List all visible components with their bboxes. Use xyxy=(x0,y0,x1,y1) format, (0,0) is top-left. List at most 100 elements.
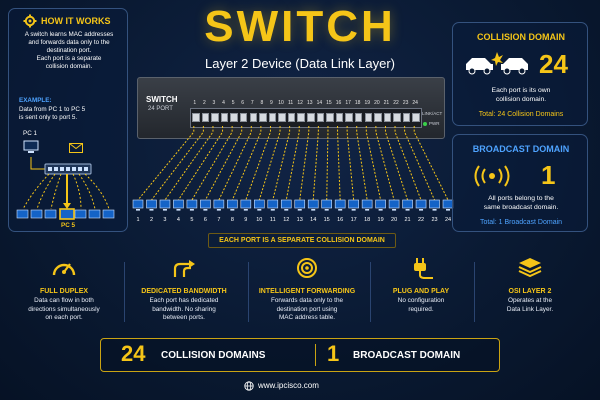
pc-stand xyxy=(297,209,302,211)
arrows-icon xyxy=(173,260,195,277)
pc-stand xyxy=(324,209,329,211)
pc-stand xyxy=(405,209,410,211)
broadcast-desc: All ports belong to the same broadcast d… xyxy=(483,195,559,211)
switch-port xyxy=(383,113,392,122)
pc-port-number: 19 xyxy=(378,217,384,223)
pc-stand xyxy=(230,209,235,211)
switch-port xyxy=(249,113,258,122)
switch-port-number: 11 xyxy=(288,100,294,106)
switch-port xyxy=(278,113,286,122)
cable-line xyxy=(413,126,449,201)
pc-port-number: 3 xyxy=(163,217,166,223)
cable-line xyxy=(258,126,281,201)
switch-port xyxy=(354,113,363,122)
switch-port xyxy=(211,113,219,122)
pc-computer-icon xyxy=(415,199,427,209)
pc-computer-icon xyxy=(267,199,279,209)
pc-port-number: 22 xyxy=(418,217,424,223)
pc-stand xyxy=(351,209,356,211)
cable-line xyxy=(356,126,368,201)
pc-stand xyxy=(432,209,437,211)
switch-port-number: 7 xyxy=(250,100,254,106)
pc-port-number: 5 xyxy=(190,217,193,223)
pc-computer-icon xyxy=(240,199,252,209)
pc-stand xyxy=(203,209,208,211)
uplink-label: LINK/ACT xyxy=(422,111,443,116)
pc-stand xyxy=(149,209,154,211)
pc-computer-icon xyxy=(146,199,157,209)
feature-name: INTELLIGENT FORWARDING xyxy=(258,288,356,295)
pc5-label: PC 5 xyxy=(61,222,75,229)
power-led xyxy=(423,122,427,126)
cable-line xyxy=(346,126,355,201)
summary-bar: 24 COLLISION DOMAINS 1 BROADCAST DOMAIN xyxy=(100,338,500,372)
cable-line xyxy=(384,126,409,201)
footer-url[interactable]: www.ipcisco.com xyxy=(258,381,319,390)
pc-port-number: 2 xyxy=(150,217,153,223)
pc-stand xyxy=(243,209,248,211)
how-it-works-text: A switch learns MAC addresses and forwar… xyxy=(24,31,114,70)
cable-line xyxy=(218,126,252,201)
plug-icon xyxy=(414,258,433,279)
broadcast-total: Total: 1 Broadcast Domain xyxy=(479,219,563,226)
pc-computer-icon xyxy=(348,199,359,209)
pc-port-number: 4 xyxy=(177,217,180,223)
cable-line xyxy=(375,126,395,201)
feature-dedicated-bandwidth: DEDICATED BANDWIDTH Each port has dedica… xyxy=(128,257,240,337)
pc-computer-icon xyxy=(200,199,211,209)
pc-computer-icon xyxy=(361,199,373,209)
summary-broadcast-label: BROADCAST DOMAIN xyxy=(353,350,461,361)
pc-port-number: 24 xyxy=(445,217,451,223)
pc-stand xyxy=(378,209,383,211)
switch-port xyxy=(412,113,420,122)
cable-line xyxy=(365,126,382,201)
pc-port-number: 10 xyxy=(256,217,262,223)
switch-port xyxy=(239,113,248,122)
broadcast-heading: BROADCAST DOMAIN xyxy=(472,144,570,154)
mini-switch-diagram xyxy=(16,157,115,220)
pc-port-number: 18 xyxy=(364,217,370,223)
switch-port-number: 14 xyxy=(316,100,323,106)
pc-stand xyxy=(419,209,424,211)
broadcast-domain-panel: BROADCAST DOMAIN 1 All ports belong to t… xyxy=(452,134,588,232)
pc1-label: PC 1 xyxy=(23,130,37,137)
switch-port-number: 19 xyxy=(364,100,371,106)
switch-port-number: 5 xyxy=(231,100,235,106)
pc-stand xyxy=(392,209,397,211)
feature-name: FULL DUPLEX xyxy=(39,288,89,295)
pc-stand xyxy=(270,209,275,211)
how-it-works-panel: HOW IT WORKS A switch learns MAC address… xyxy=(8,8,128,232)
pc-port-number: 14 xyxy=(310,217,316,223)
switch-port xyxy=(326,113,334,122)
switch-port-number: 16 xyxy=(335,100,342,106)
separate-collision-banner: EACH PORT IS A SEPARATE COLLISION DOMAIN xyxy=(208,233,396,248)
cable-line xyxy=(404,126,435,201)
page-subtitle: Layer 2 Device (Data Link Layer) xyxy=(204,56,396,71)
switch-port-number: 6 xyxy=(241,100,245,106)
pc-port-number: 9 xyxy=(244,217,247,223)
gauge-icon xyxy=(52,263,76,276)
summary-collision-count: 24 xyxy=(121,341,146,366)
pc-stand xyxy=(176,209,181,211)
cable-line xyxy=(272,126,291,201)
switch-port-number: 2 xyxy=(202,100,206,106)
pc-port-number: 20 xyxy=(391,217,397,223)
example-label: EXAMPLE: xyxy=(19,97,52,104)
pc-computer-icon xyxy=(132,199,144,209)
switch-port xyxy=(259,113,267,122)
pc-computer-icon xyxy=(307,199,319,209)
feature-intelligent-forwarding: INTELLIGENT FORWARDING Forwards data onl… xyxy=(250,257,364,337)
cable-line xyxy=(151,126,204,201)
broadcast-count: 1 xyxy=(541,160,556,190)
pc-computer-icon xyxy=(294,199,306,209)
switch-port-number: 17 xyxy=(345,100,351,106)
pc-port-number: 17 xyxy=(351,217,357,223)
cable-line xyxy=(231,126,262,201)
switch-port xyxy=(220,113,229,122)
switch-port-number: 21 xyxy=(383,100,390,106)
switch-port-number: 15 xyxy=(326,100,332,106)
switch-port-number: 4 xyxy=(222,100,225,106)
